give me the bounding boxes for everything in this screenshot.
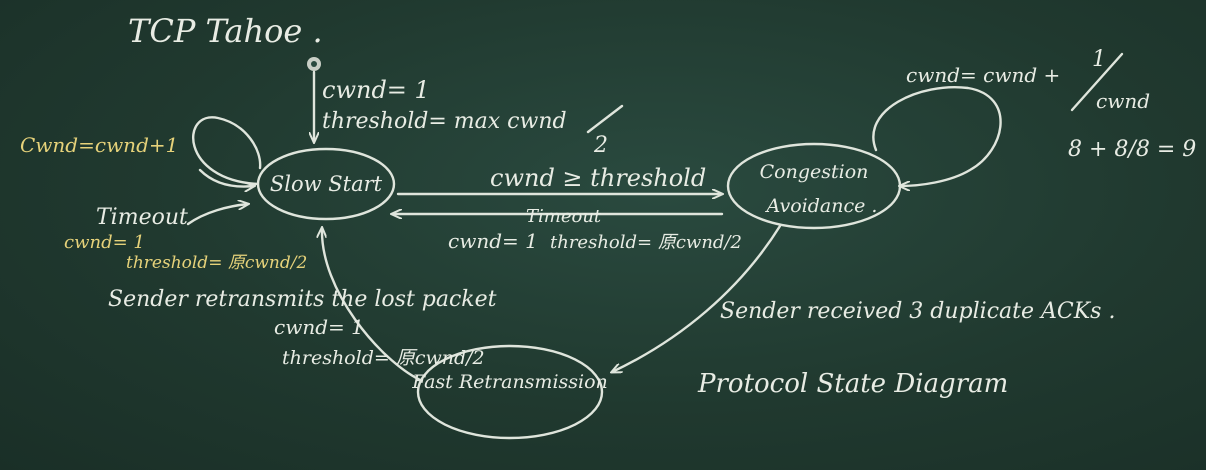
side-calc: 8 + 8/8 = 9 (1068, 137, 1196, 162)
fr-sender-label: Sender retransmits the lost packet (108, 287, 497, 312)
ca-loop-label: cwnd= cwnd + (906, 63, 1060, 87)
init-fraction-den: 2 (593, 133, 608, 158)
ca-to-ss-timeout: Timeout (526, 206, 602, 227)
slow-start-timeout-label: Timeout (96, 205, 188, 230)
slow-start-loop-label: Cwnd=cwnd+1 (20, 133, 178, 157)
slow-start-loop (192, 116, 262, 186)
init-fraction-slash (586, 104, 624, 134)
ss-to-ca-label: cwnd ≥ threshold (490, 164, 706, 192)
slow-start-timeout-cwnd: cwnd= 1 (64, 232, 145, 253)
state-fast-retransmission-label: Fast Retransmission (411, 371, 608, 393)
ca-loop-slash (1070, 52, 1124, 112)
fr-threshold-label: threshold= 原cwnd/2 (282, 347, 485, 369)
ca-to-ss-threshold: threshold= 原cwnd/2 (550, 232, 742, 253)
dup-ack-label: Sender received 3 duplicate ACKs . (720, 299, 1115, 324)
fr-cwnd-label: cwnd= 1 (274, 315, 364, 339)
ca-loop (872, 86, 1002, 186)
slow-start-timeout-threshold: threshold= 原cwnd/2 (126, 253, 307, 273)
init-threshold-label: threshold= max cwnd (322, 109, 567, 134)
init-cwnd-label: cwnd= 1 (322, 76, 430, 104)
ca-loop-num: 1 (1092, 47, 1106, 72)
fr-to-ss-arrow (322, 228, 422, 382)
state-ca-label-2: Avoidance . (765, 195, 878, 217)
diagram-caption: Protocol State Diagram (697, 369, 1008, 399)
state-fast-retransmission (416, 344, 604, 440)
state-ca-label-1: Congestion (760, 161, 869, 183)
state-slow-start-label: Slow Start (270, 172, 383, 196)
title: TCP Tahoe . (128, 12, 323, 50)
ca-loop-den: cwnd (1096, 89, 1150, 113)
ca-to-fr-arrow (612, 224, 782, 372)
ca-to-ss-cwnd: cwnd= 1 (448, 229, 538, 253)
slow-start-timeout-arrow (186, 204, 248, 226)
